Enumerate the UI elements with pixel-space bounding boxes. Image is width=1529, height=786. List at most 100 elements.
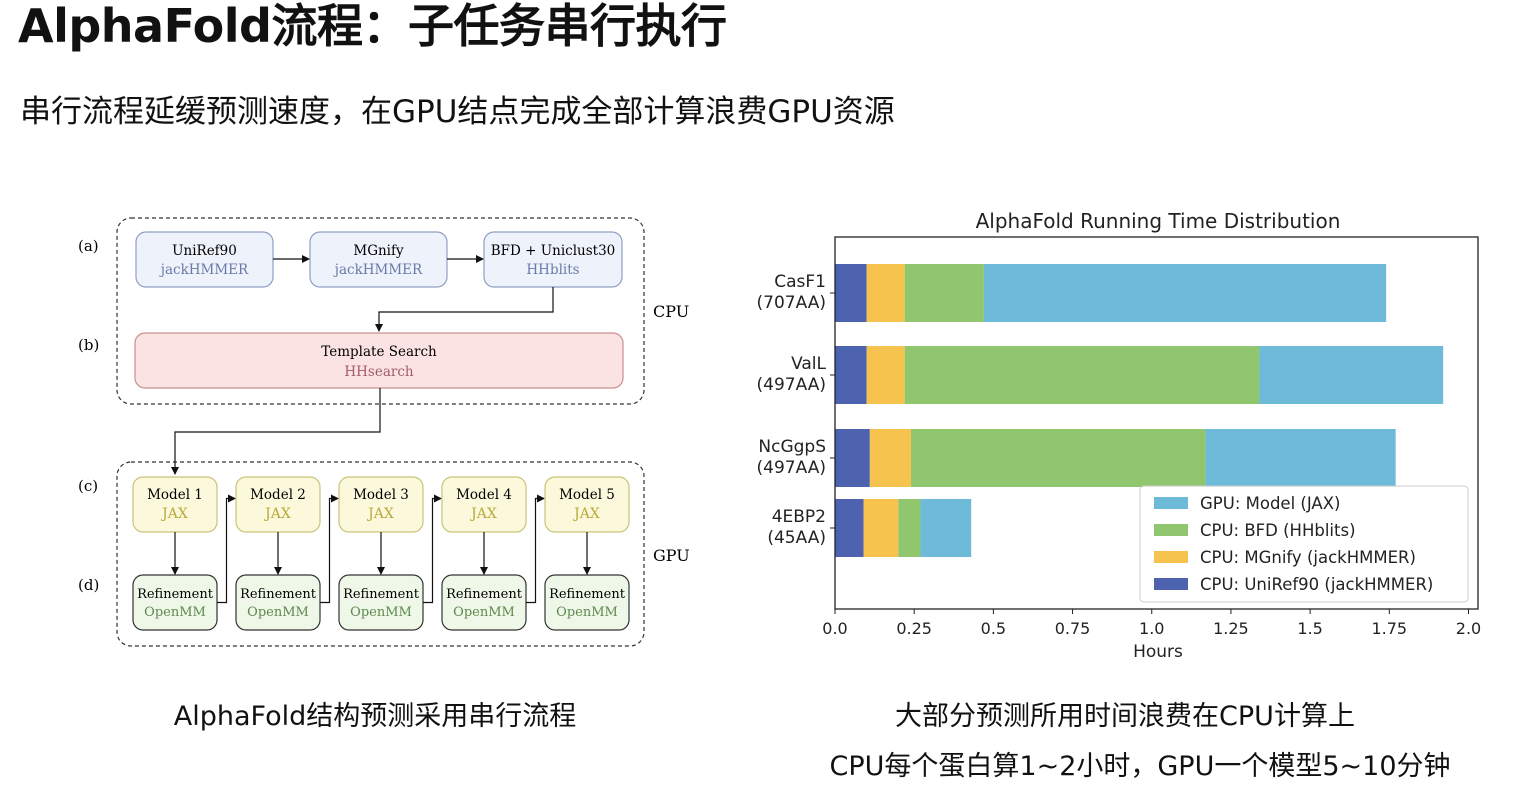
arrow: [320, 494, 339, 604]
legend-label: CPU: MGnify (jackHMMER): [1200, 548, 1416, 567]
legend-label: CPU: BFD (HHblits): [1200, 521, 1356, 540]
row-label-d: (d): [78, 576, 99, 594]
refinement-tool: OpenMM: [144, 605, 206, 620]
refinement-tool: OpenMM: [350, 605, 412, 620]
x-tick-label: 0.75: [1055, 619, 1091, 638]
refinement-title: Refinement: [446, 587, 523, 602]
search-box-bfd: BFD + Uniclust30 HHblits: [483, 231, 623, 288]
right-caption-2: CPU每个蛋白算1~2小时，GPU一个模型5~10分钟: [829, 751, 1451, 782]
model-title: Model 5: [559, 487, 615, 503]
bar-segment: [835, 346, 867, 404]
model-tool: JAX: [572, 506, 600, 522]
left-caption: AlphaFold结构预测采用串行流程: [173, 701, 577, 732]
y-tick-sublabel: (497AA): [757, 375, 826, 395]
model-tool: JAX: [469, 506, 497, 522]
legend-box: [1139, 485, 1469, 603]
pipeline-diagram: (a) (b) (c) (d) CPU GPU UniRef90 jackHMM…: [78, 217, 690, 647]
arrow: [375, 287, 554, 332]
model-title: Model 3: [353, 487, 409, 503]
x-axis-label: Hours: [1133, 642, 1183, 662]
model-tool: JAX: [366, 506, 394, 522]
legend-swatch: [1154, 497, 1188, 509]
bar-segment: [869, 429, 912, 487]
search-box-uniref90: UniRef90 jackHMMER: [135, 231, 274, 288]
slide-title: AlphaFold流程：子任务串行执行: [18, 0, 727, 53]
bar-segment: [835, 429, 870, 487]
bar-segment: [904, 264, 984, 322]
x-tick-label: 0.5: [981, 619, 1006, 638]
y-tick-label: CasF1: [774, 272, 826, 292]
bar-segment: [983, 264, 1387, 322]
bar-segment: [911, 429, 1206, 487]
bar-segment: [898, 499, 921, 557]
search-box-tool: jackHMMER: [333, 262, 423, 278]
slide-subtitle: 串行流程延缓预测速度，在GPU结点完成全部计算浪费GPU资源: [20, 94, 895, 130]
y-tick-sublabel: (45AA): [767, 528, 826, 548]
running-time-chart: AlphaFold Running Time Distribution Hour…: [757, 209, 1482, 662]
bar-segment: [1259, 346, 1444, 404]
model-box: Model 3 JAX: [338, 476, 424, 533]
bar-segment: [835, 264, 867, 322]
y-tick-sublabel: (497AA): [757, 458, 826, 478]
bar-segment: [835, 499, 864, 557]
model-tool: JAX: [263, 506, 291, 522]
gpu-group-box: [116, 461, 645, 647]
model-box: Model 5 JAX: [544, 476, 630, 533]
bar-segment: [1205, 429, 1396, 487]
refinement-title: Refinement: [549, 587, 626, 602]
search-box-tool: HHblits: [526, 262, 579, 278]
arrow: [217, 494, 236, 604]
x-tick-label: 2.0: [1456, 619, 1481, 638]
search-box-mgnify: MGnify jackHMMER: [309, 231, 448, 288]
template-search-box: Template Search HHsearch: [134, 332, 624, 389]
x-tick-label: 0.0: [822, 619, 847, 638]
bar-segment: [863, 499, 899, 557]
model-tool: JAX: [160, 506, 188, 522]
refinement-tool: OpenMM: [556, 605, 618, 620]
y-tick-label: NcGgpS: [758, 437, 826, 457]
search-box-title: MGnify: [353, 243, 404, 259]
bar-segment: [866, 264, 905, 322]
right-caption-1: 大部分预测所用时间浪费在CPU计算上: [895, 701, 1355, 732]
template-box-title: Template Search: [321, 344, 437, 360]
chart-title: AlphaFold Running Time Distribution: [976, 209, 1341, 233]
refinement-tool: OpenMM: [453, 605, 515, 620]
legend-swatch: [1154, 551, 1188, 563]
search-box-title: UniRef90: [172, 243, 237, 259]
legend-label: CPU: UniRef90 (jackHMMER): [1200, 575, 1433, 594]
refinement-title: Refinement: [343, 587, 420, 602]
x-tick-label: 0.25: [896, 619, 932, 638]
y-tick-label: 4EBP2: [772, 507, 826, 527]
bar-segment: [920, 499, 972, 557]
row-label-a: (a): [78, 237, 99, 255]
refinement-title: Refinement: [240, 587, 317, 602]
row-label-b: (b): [78, 336, 99, 354]
template-box-tool: HHsearch: [344, 364, 414, 380]
bar-segment: [866, 346, 905, 404]
chart-legend: GPU: Model (JAX) CPU: BFD (HHblits) CPU: M…: [1139, 485, 1469, 603]
arrow: [423, 494, 442, 604]
x-tick-label: 1.0: [1139, 619, 1164, 638]
y-tick-sublabel: (707AA): [757, 293, 826, 313]
model-title: Model 2: [250, 487, 306, 503]
y-tick-label: ValL: [791, 354, 826, 374]
x-tick-label: 1.25: [1213, 619, 1249, 638]
legend-label: GPU: Model (JAX): [1200, 494, 1340, 513]
refinement-tool: OpenMM: [247, 605, 309, 620]
x-tick-label: 1.75: [1371, 619, 1407, 638]
model-box: Model 4 JAX: [441, 476, 527, 533]
row-label-c: (c): [78, 477, 98, 495]
legend-swatch: [1154, 524, 1188, 536]
arrow: [526, 494, 545, 604]
legend-swatch: [1154, 578, 1188, 590]
gpu-label: GPU: [653, 546, 690, 565]
model-title: Model 4: [456, 487, 512, 503]
search-box-tool: jackHMMER: [159, 262, 249, 278]
cpu-label: CPU: [653, 302, 689, 321]
